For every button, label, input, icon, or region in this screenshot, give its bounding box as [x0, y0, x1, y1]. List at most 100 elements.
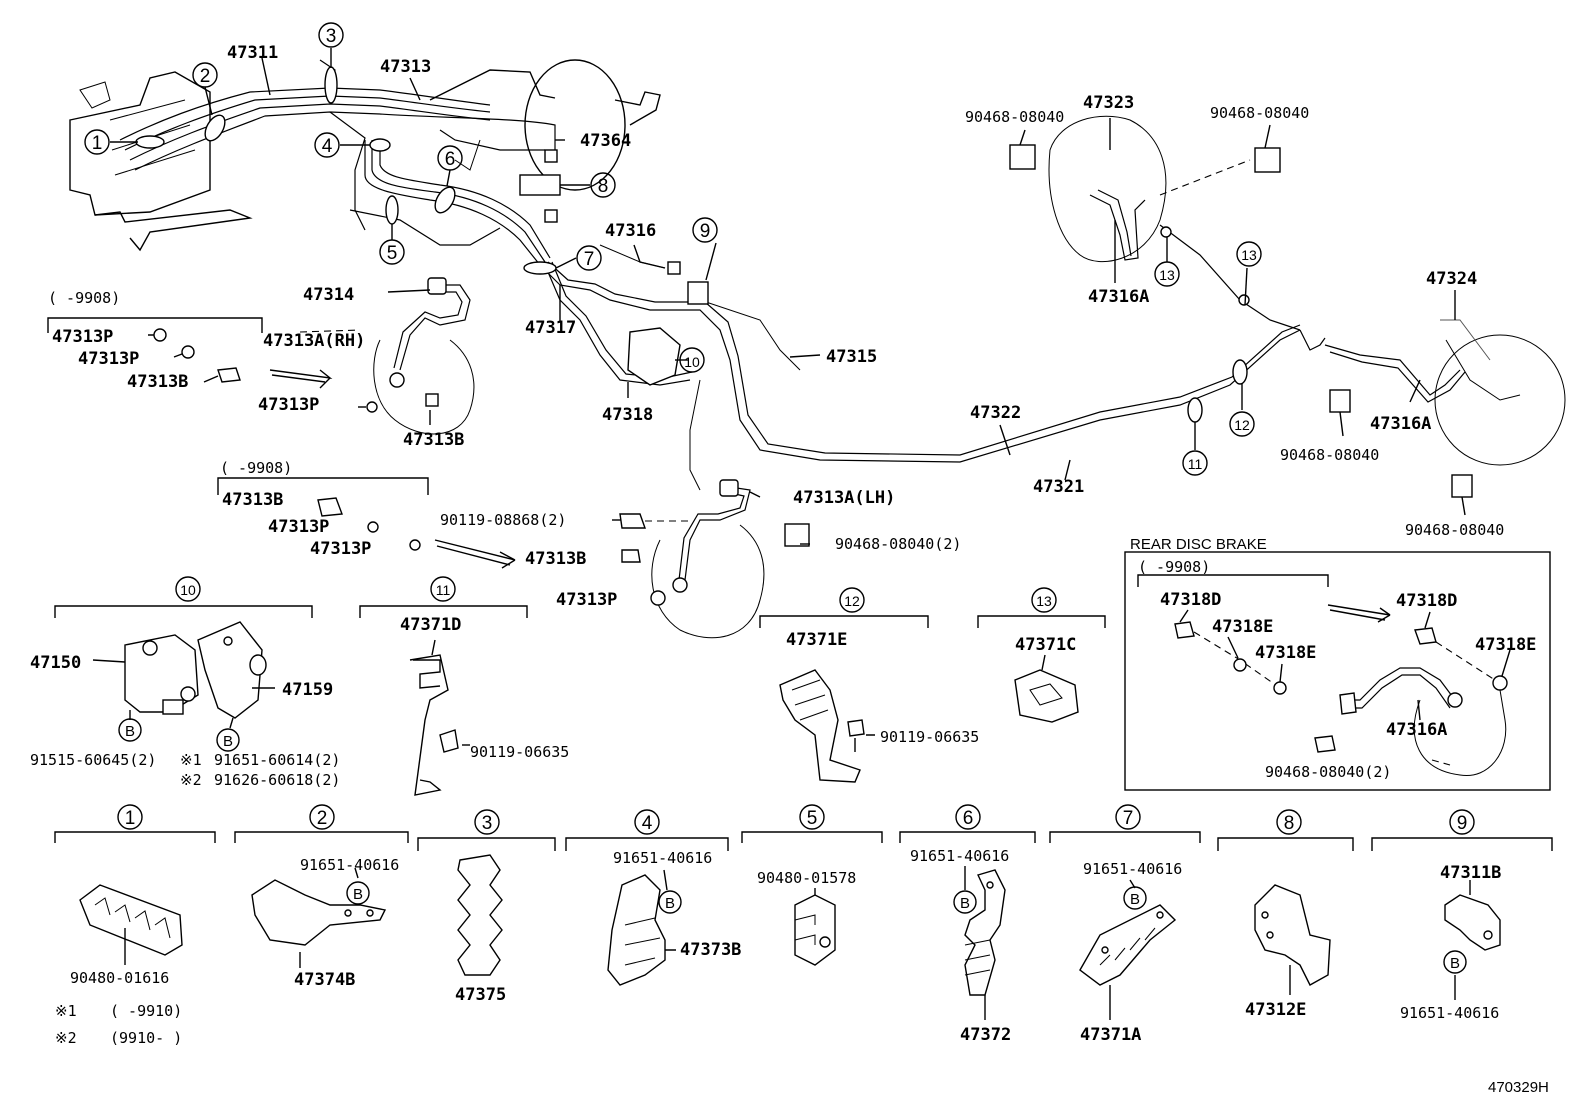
svg-text:1: 1 [92, 133, 103, 154]
label-90468-08040-a: 90468-08040 [965, 108, 1064, 126]
label-47313B-d: 47313B [525, 549, 586, 569]
label-47321: 47321 [1033, 477, 1084, 497]
svg-text:B: B [665, 895, 675, 912]
label-note2-mark-b: ※2 [55, 1029, 77, 1047]
label-47313B-b: 47313B [403, 430, 464, 450]
label-47313P-a: 47313P [52, 327, 113, 347]
label-date-9908-rh: ( -9908) [48, 289, 120, 307]
label-91515-60645: 91515-60645(2) [30, 751, 156, 769]
front-hose-rh [299, 277, 475, 435]
label-47371E: 47371E [786, 630, 847, 650]
callout-7-group: 7 [1115, 804, 1141, 830]
label-47313P-d: 47313P [268, 517, 329, 537]
callout-10-group: 10 [175, 576, 201, 602]
group-10-valve [54, 605, 313, 729]
label-date-9908-lh: ( -9908) [220, 459, 292, 477]
callout-11: 11 [1182, 450, 1208, 476]
label-47313P-b: 47313P [78, 349, 139, 369]
rear-brake-left [1048, 115, 1251, 263]
rear-disc-brake-box [1124, 551, 1551, 791]
bottom-row-brackets [54, 831, 1553, 851]
callout-1-group: 1 [117, 804, 143, 830]
label-47318: 47318 [602, 405, 653, 425]
svg-text:3: 3 [482, 813, 493, 834]
svg-text:13: 13 [1241, 247, 1257, 263]
leader-lines [110, 48, 1466, 545]
callout-9: 9 [692, 217, 718, 243]
label-note2-mark-a: ※2 [180, 771, 202, 789]
group-12-clamp [759, 615, 929, 783]
svg-text:3: 3 [326, 26, 337, 47]
label-47313: 47313 [380, 57, 431, 77]
callout-6: 6 [437, 145, 463, 171]
svg-text:6: 6 [963, 808, 974, 829]
svg-text:B: B [353, 886, 363, 903]
label-note1-mark-a: ※1 [180, 751, 202, 769]
callout-10: 10 [679, 347, 705, 373]
callout-3-group: 3 [474, 809, 500, 835]
label-47364: 47364 [580, 131, 631, 151]
label-47313A-rh: 47313A(RH) [263, 331, 365, 351]
label-47371C: 47371C [1015, 635, 1076, 655]
pipe-bundle-front [119, 59, 556, 266]
callout-13a: 13 [1154, 261, 1180, 287]
svg-text:4: 4 [322, 136, 333, 157]
label-90480-01616: 90480-01616 [70, 969, 169, 987]
callout-6-group: 6 [955, 804, 981, 830]
label-47315: 47315 [826, 347, 877, 367]
label-47318D-a: 47318D [1160, 590, 1221, 610]
label-90468-08040-d: 90468-08040 [1405, 521, 1504, 539]
callout-12-group: 12 [839, 587, 865, 613]
callout-4: 4 [314, 132, 340, 158]
callout-7: 7 [576, 245, 602, 271]
svg-text:6: 6 [445, 149, 456, 170]
svg-text:2: 2 [200, 66, 211, 87]
front-hose-lh [651, 479, 765, 639]
label-47318E-c: 47318E [1475, 635, 1536, 655]
label-note2-range: (9910- ) [110, 1029, 182, 1047]
small-fittings [519, 144, 1473, 547]
callout-5: 5 [379, 239, 405, 265]
group-13-clip [977, 615, 1106, 723]
label-91651-40616-b: 91651-40616 [613, 849, 712, 867]
label-47372: 47372 [960, 1025, 1011, 1045]
b-marks: B B B B B B B [118, 718, 1460, 972]
svg-text:2: 2 [317, 808, 328, 829]
brake-booster [429, 59, 661, 191]
clamp-ovals [135, 66, 1250, 423]
svg-text:13: 13 [1036, 593, 1052, 609]
svg-text:9: 9 [1457, 813, 1468, 834]
label-note1-mark-b: ※1 [55, 1002, 77, 1020]
part-labels: 47311 47313 47364 47314 47313A(RH) 47313… [30, 43, 1549, 1096]
label-47313P-e: 47313P [310, 539, 371, 559]
lh-sub-group [217, 477, 690, 606]
label-47316A-c: 47316A [1386, 720, 1447, 740]
label-90480-01578: 90480-01578 [757, 869, 856, 887]
label-90119-06635-b: 90119-06635 [880, 728, 979, 746]
svg-text:7: 7 [1123, 808, 1134, 829]
svg-text:8: 8 [598, 176, 609, 197]
master-cylinder-assembly [69, 71, 253, 252]
svg-text:7: 7 [584, 249, 595, 270]
label-91651-40616-e: 91651-40616 [1400, 1004, 1499, 1022]
svg-text:B: B [223, 733, 233, 750]
rear-pipe-right [1159, 224, 1566, 466]
svg-text:11: 11 [1188, 456, 1203, 472]
label-90119-06635-a: 90119-06635 [470, 743, 569, 761]
callout-12: 12 [1229, 411, 1255, 437]
label-47375: 47375 [455, 985, 506, 1005]
svg-text:1: 1 [125, 808, 136, 829]
callout-11-group: 11 [430, 576, 456, 602]
label-90468-08040-2: 90468-08040(2) [835, 535, 961, 553]
svg-text:B: B [1130, 891, 1140, 908]
callout-2-group: 2 [309, 804, 335, 830]
group-11-clamp [359, 605, 528, 796]
svg-text:10: 10 [180, 582, 196, 598]
label-91626-60618: 91626-60618(2) [214, 771, 340, 789]
label-47318E-a: 47318E [1212, 617, 1273, 637]
label-47313P-f: 47313P [556, 590, 617, 610]
label-90119-08868: 90119-08868(2) [440, 511, 566, 529]
label-91651-60614: 91651-60614(2) [214, 751, 340, 769]
label-47371A: 47371A [1080, 1025, 1141, 1045]
